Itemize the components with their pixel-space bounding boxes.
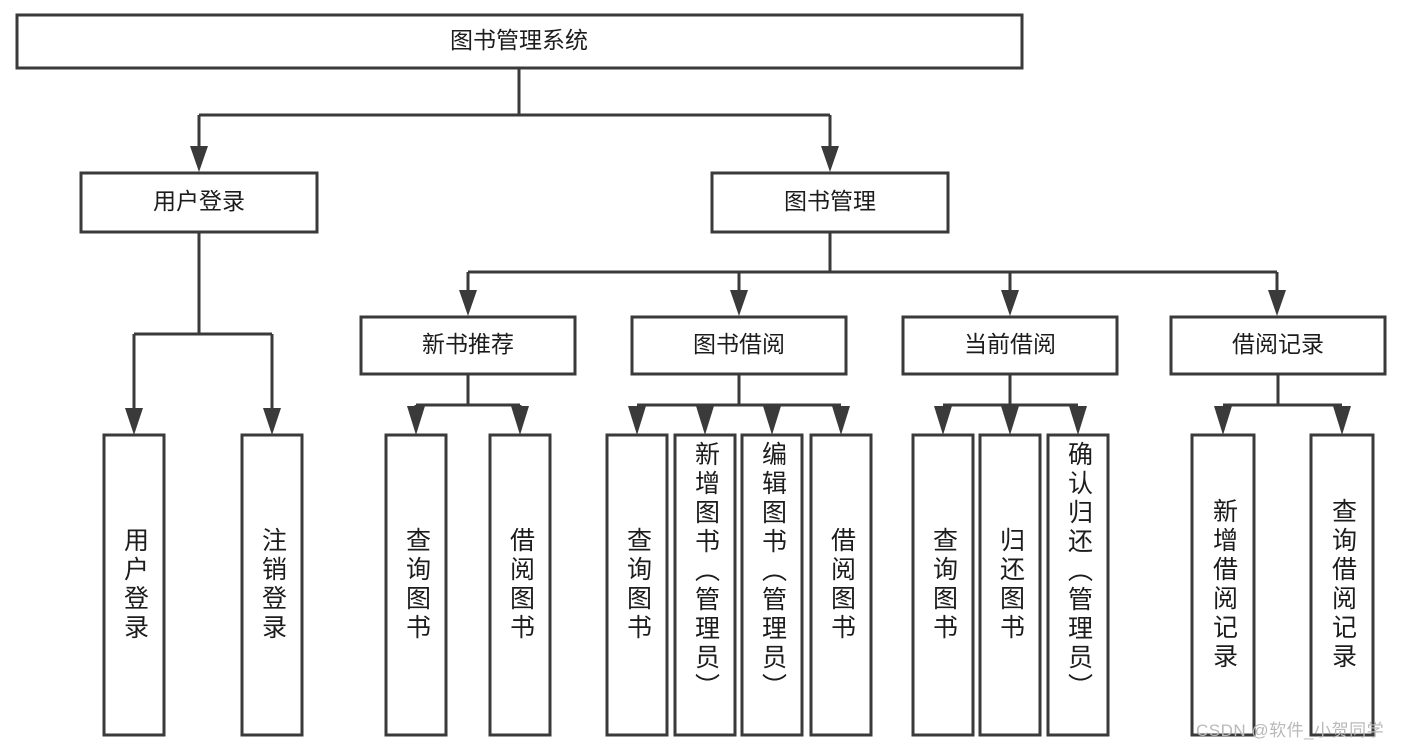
node-user-login[interactable]: 用户登录: [79, 171, 319, 234]
node-new-book-recommend-box[interactable]: [359, 315, 577, 376]
leaf-box-current-borrow-2[interactable]: [1046, 433, 1110, 737]
arrow-head-icon: [1069, 406, 1087, 435]
leaf-box-book-borrow-0[interactable]: [605, 433, 669, 737]
leaf-box-current-borrow-1[interactable]: [978, 433, 1042, 737]
leaf-box-new-book-1[interactable]: [488, 433, 552, 737]
leaf-box-current-borrow-0[interactable]: [911, 433, 975, 737]
arrow-head-icon: [459, 290, 477, 316]
connector-user-login-to-leaves: [125, 232, 281, 435]
node-new-book-recommend-label: 新书推荐: [422, 331, 514, 357]
node-book-manage-label: 图书管理: [784, 188, 876, 214]
node-book-borrow-label: 图书借阅: [693, 331, 785, 357]
arrow-head-icon: [190, 146, 208, 172]
arrow-head-icon: [821, 146, 839, 172]
node-borrow-record-label: 借阅记录: [1232, 331, 1324, 357]
connector-root-to-level2: [190, 68, 839, 172]
node-user-login-box[interactable]: [79, 171, 319, 234]
connector-book-manage-to-level3: [459, 232, 1286, 316]
arrow-head-icon: [730, 290, 748, 316]
leaf-box-book-borrow-1[interactable]: [673, 433, 737, 737]
node-borrow-record[interactable]: 借阅记录: [1169, 315, 1387, 376]
connector-current-borrow-to-leaves: [934, 374, 1087, 435]
leaf-box-book-borrow-2[interactable]: [740, 433, 804, 737]
arrow-head-icon: [125, 408, 143, 435]
arrow-head-icon: [696, 406, 714, 435]
leaf-box-borrow-record-1[interactable]: [1309, 433, 1375, 737]
arrow-head-icon: [628, 406, 646, 435]
arrow-head-icon: [1001, 290, 1019, 316]
node-new-book-recommend[interactable]: 新书推荐: [359, 315, 577, 376]
arrow-head-icon: [832, 406, 850, 435]
connector-new-book-recommend-to-leaves: [407, 374, 529, 435]
leaf-box-new-book-0[interactable]: [384, 433, 448, 737]
connector-book-borrow-to-leaves: [628, 374, 850, 435]
leaf-box-user-login-0[interactable]: [102, 433, 166, 737]
arrow-head-icon: [1001, 406, 1019, 435]
arrow-head-icon: [1268, 290, 1286, 316]
csdn-watermark: CSDN @软件_小贺同学: [1196, 721, 1385, 740]
leaf-box-borrow-record-0[interactable]: [1190, 433, 1256, 737]
arrow-head-icon: [407, 406, 425, 435]
node-current-borrow[interactable]: 当前借阅: [901, 315, 1119, 376]
leaf-box-user-login-1[interactable]: [240, 433, 304, 737]
connector-borrow-record-to-leaves: [1214, 374, 1351, 435]
node-book-manage[interactable]: 图书管理: [710, 171, 950, 234]
leaf-box-book-borrow-3[interactable]: [809, 433, 873, 737]
node-current-borrow-box[interactable]: [901, 315, 1119, 376]
node-root[interactable]: 图书管理系统: [15, 13, 1024, 70]
arrow-head-icon: [763, 406, 781, 435]
node-book-borrow[interactable]: 图书借阅: [630, 315, 848, 376]
node-user-login-label: 用户登录: [153, 188, 245, 214]
arrow-head-icon: [511, 406, 529, 435]
arrow-head-icon: [1214, 406, 1232, 435]
arrow-head-icon: [263, 408, 281, 435]
arrow-head-icon: [934, 406, 952, 435]
node-root-label: 图书管理系统: [450, 27, 588, 53]
node-root-box[interactable]: [15, 13, 1024, 70]
node-current-borrow-label: 当前借阅: [964, 331, 1056, 357]
arrow-head-icon: [1333, 406, 1351, 435]
